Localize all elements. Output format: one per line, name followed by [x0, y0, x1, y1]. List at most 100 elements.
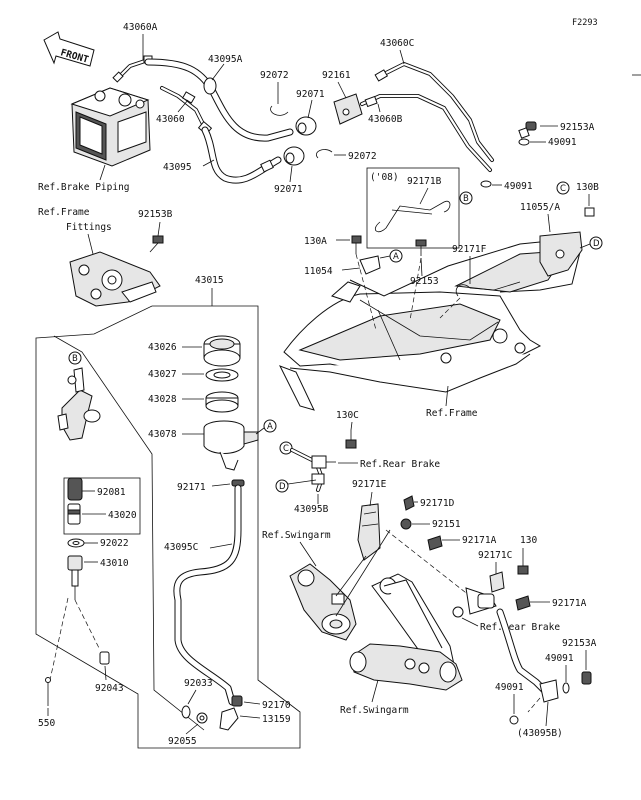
label-92171A-a: 92171A [462, 535, 497, 546]
callout-D-lower: D [275, 479, 289, 493]
pin-92043 [99, 651, 110, 665]
bolt-130C [345, 430, 357, 449]
bolt-130A [351, 235, 362, 254]
clamp-92170 [231, 695, 243, 707]
label-43095C: 43095C [164, 542, 198, 553]
label-92055: 92055 [168, 736, 197, 747]
cotter-pin-550 [45, 677, 51, 706]
callout-D-upper: D [589, 236, 603, 250]
leader [209, 543, 233, 549]
label-550: 550 [38, 718, 55, 729]
bolt-130B [584, 194, 595, 217]
bolt-130 [517, 548, 529, 575]
leader [307, 99, 313, 119]
ref-frame-fittings-1: Ref.Frame [38, 207, 90, 218]
brake-pipe-43060 [160, 86, 213, 135]
leader [255, 427, 265, 435]
label-92153A-top: 92153A [560, 122, 595, 133]
leader [371, 679, 379, 703]
label-92161: 92161 [322, 70, 351, 81]
label-130B: 130B [576, 182, 599, 193]
label-92171F: 92171F [452, 244, 487, 255]
label-11054: 11054 [304, 266, 333, 277]
front-arrow-icon: FRONT [43, 31, 95, 67]
label-92071-mid: 92071 [274, 184, 303, 195]
clamp-92071-mid [283, 146, 305, 166]
leader [341, 267, 361, 271]
clip-92171F [455, 281, 521, 297]
swingarm-bottom [349, 643, 463, 691]
svg-text:A: A [267, 422, 273, 432]
label-11055A: 11055/A [520, 202, 560, 213]
ref-swingarm-1: Ref.Swingarm [262, 530, 331, 541]
abs-hydraulic-unit [70, 87, 151, 167]
label-49091-b2: 49091 [495, 682, 524, 693]
bolt-92153 [415, 239, 427, 256]
leader [377, 103, 381, 113]
label-43027: 43027 [148, 369, 177, 380]
ref-rear-brake-1: Ref.Rear Brake [360, 459, 440, 470]
clip-92072-mid [316, 149, 333, 159]
leader [187, 689, 197, 705]
svg-text:C: C [560, 184, 566, 194]
label-92153: 92153 [410, 276, 439, 287]
label-43020: 43020 [108, 510, 137, 521]
brake-hose-43095A [144, 58, 294, 142]
leader [545, 701, 549, 727]
leader [157, 221, 161, 237]
label-43026: 43026 [148, 342, 177, 353]
year-label: ('08) [370, 172, 399, 183]
clip-92171D [403, 495, 415, 511]
label-43015: 43015 [195, 275, 224, 286]
leader [104, 665, 107, 681]
piston-43020 [67, 503, 81, 525]
leader [335, 529, 391, 617]
callout-A-left: A [263, 419, 277, 433]
diaphragm-43028 [205, 391, 239, 413]
label-43060B: 43060B [368, 114, 403, 125]
callout-C-lower: C [279, 441, 293, 455]
leader [211, 63, 225, 81]
label-92171C: 92171C [478, 550, 512, 561]
label-92171A-b: 92171A [552, 598, 587, 609]
reservoir-hose-43095C [173, 484, 242, 706]
dash-guide [74, 599, 101, 651]
label-92081: 92081 [97, 487, 126, 498]
svg-text:B: B [463, 194, 469, 204]
ref-swingarm-2: Ref.Swingarm [340, 705, 409, 716]
clamp-92071-top [295, 116, 317, 136]
bolt-92153B [149, 235, 164, 253]
bracket-11055A [539, 231, 583, 277]
rod-43010 [67, 555, 83, 600]
piston-kit-box [63, 477, 141, 535]
leader [99, 164, 106, 181]
label-49091-mid: 49091 [504, 181, 533, 192]
label-43078: 43078 [148, 429, 177, 440]
label-92071-top: 92071 [296, 89, 325, 100]
leader [461, 617, 479, 627]
brake-hose-43095 [201, 126, 282, 184]
clip-92171A-a [427, 535, 443, 551]
dash-guide [409, 257, 422, 321]
clip-92171C [489, 571, 505, 593]
dash-guide [439, 297, 461, 319]
svg-text:B: B [72, 354, 78, 364]
label-43095: 43095 [163, 162, 192, 173]
leader [547, 213, 551, 233]
ref-frame: Ref.Frame [426, 408, 478, 419]
dash-guide [49, 597, 69, 681]
cap-43026 [203, 335, 241, 367]
washer-49091-b2 [509, 715, 519, 725]
leader [350, 421, 353, 431]
label-43060: 43060 [156, 114, 185, 125]
swingarm-upper-part [289, 563, 357, 641]
grommet-92151 [400, 518, 412, 530]
label-92072-top: 92072 [260, 70, 289, 81]
year-2008-box: ('08) 92171B [366, 167, 460, 249]
leader [579, 243, 591, 249]
leader [243, 701, 261, 705]
label-92033: 92033 [184, 678, 213, 689]
leader [420, 257, 423, 277]
bolt-92153A-top [518, 121, 537, 139]
washer-49091-b1 [562, 682, 570, 694]
